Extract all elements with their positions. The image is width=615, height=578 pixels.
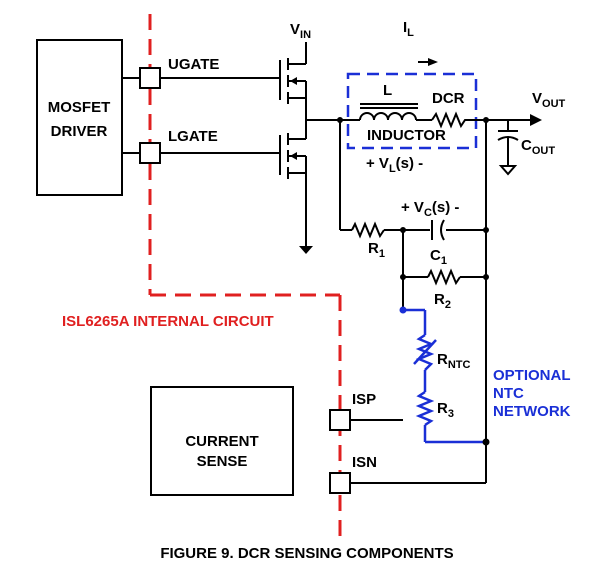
inductor-icon <box>359 103 432 121</box>
figure-caption: FIGURE 9. DCR SENSING COMPONENTS <box>160 545 453 562</box>
r1-c1-node-dot <box>400 227 406 233</box>
vout-label: VOUT <box>532 90 566 110</box>
lgate-label: LGATE <box>168 128 218 145</box>
rntc-label: RNTC <box>437 351 471 371</box>
ntc-top-node-dot <box>399 306 407 314</box>
r2-left-node-dot <box>400 274 406 280</box>
ntc-bottom-node-dot <box>482 438 490 446</box>
vl-label: + VL(s) - <box>366 155 423 175</box>
r2-label: R2 <box>434 291 451 311</box>
mosfet-driver-block <box>36 39 123 196</box>
lgate-pin <box>139 142 161 164</box>
current-sense-block <box>150 386 294 496</box>
il-arrow-icon <box>418 58 438 66</box>
output-capacitor-icon <box>497 130 519 166</box>
optional-ntc-line3: NETWORK <box>493 403 571 420</box>
current-sense-line2: SENSE <box>197 453 248 470</box>
rntc-thermistor-icon <box>413 333 437 371</box>
r3-label: R3 <box>437 400 454 420</box>
cout-label: COUT <box>521 137 555 157</box>
current-sense-line1: CURRENT <box>185 433 258 450</box>
mosfet-driver-line2: DRIVER <box>51 123 108 140</box>
c1-capacitor-icon <box>431 219 445 241</box>
dcr-resistor-icon <box>431 111 486 129</box>
ntc-network-wires <box>403 308 486 444</box>
high-side-mosfet <box>279 42 307 120</box>
gate-wires <box>122 77 280 154</box>
mosfet-driver-line1: MOSFET <box>48 99 111 116</box>
mosfet-ground-icon <box>299 246 313 254</box>
vc-label: + VC(s) - <box>401 199 459 219</box>
ugate-pin <box>139 67 161 89</box>
ugate-label: UGATE <box>168 56 219 73</box>
isn-label: ISN <box>352 454 377 471</box>
isp-pin <box>329 409 351 431</box>
r2-resistor-icon <box>427 268 461 286</box>
inductor-model-box <box>346 72 478 150</box>
r3-resistor-icon <box>415 390 435 427</box>
vin-label: VIN <box>290 21 311 41</box>
isp-label: ISP <box>352 391 376 408</box>
inductor-label: INDUCTOR <box>367 127 446 144</box>
inductor-l-label: L <box>383 82 392 99</box>
il-label: IL <box>403 19 414 39</box>
sense-network-wires <box>340 229 487 484</box>
isn-pin <box>329 472 351 494</box>
dcr-label: DCR <box>432 90 465 107</box>
optional-ntc-line2: NTC <box>493 385 524 402</box>
cout-ground-icon <box>498 165 518 176</box>
optional-ntc-line1: OPTIONAL <box>493 367 571 384</box>
internal-circuit-label: ISL6265A INTERNAL CIRCUIT <box>62 313 274 330</box>
vout-arrow-icon <box>500 114 542 126</box>
c1-node-dot <box>483 227 489 233</box>
phase-node-dot <box>337 117 343 123</box>
r2-right-node-dot <box>483 274 489 280</box>
low-side-mosfet <box>279 120 307 246</box>
c1-label: C1 <box>430 247 447 267</box>
r1-resistor-icon <box>351 221 385 239</box>
r1-label: R1 <box>368 240 385 260</box>
